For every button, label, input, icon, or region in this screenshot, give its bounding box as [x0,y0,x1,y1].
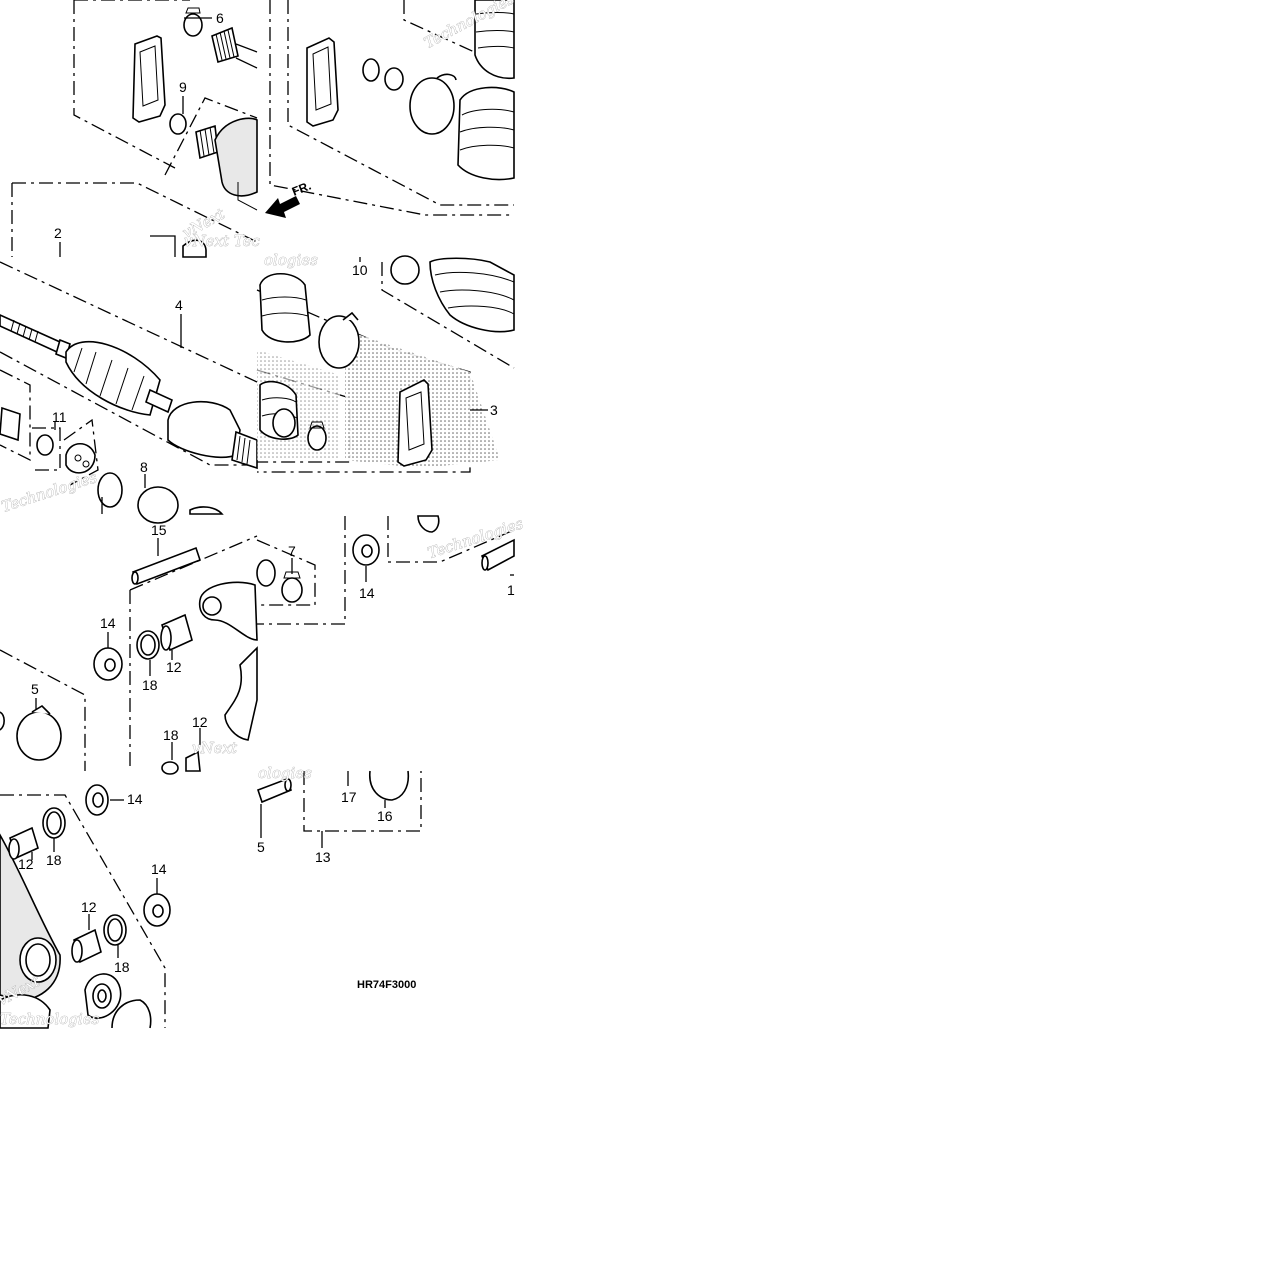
boot-band [409,77,455,135]
callout-5: 5 [257,839,265,855]
fr-label: FR. [290,179,313,199]
watermark-text: Technologies [0,468,99,516]
tile-8: 5 17 16 13 HR74F3000 ologies [256,764,422,991]
clip-6 [183,13,203,37]
fr-arrow: FR. [265,179,313,218]
grease-pack [397,379,433,467]
callout-13: 13 [315,849,331,865]
callout-10: 10 [352,262,368,278]
watermark-text: vNext Tec [184,232,260,250]
callout-6: 6 [216,10,224,26]
boot-band-8 [137,486,179,524]
callout-14: 14 [359,585,375,601]
band-5 [16,711,62,761]
callout-14: 14 [100,615,116,631]
callout-2: 2 [54,225,62,241]
clip-11 [36,434,54,456]
clip [307,425,327,451]
pin-5 [256,777,293,804]
callout-11: 11 [52,409,67,425]
callout-7: 7 [288,543,296,559]
grease-pack [306,37,339,127]
tile-5: 15 14 18 12 5 18 12 vNext [0,522,258,775]
ring-16 [369,770,410,801]
callout-3: 3 [490,402,498,418]
circlip [97,472,123,508]
tile-1: 6 9 2 vNext vNext Tec [11,0,261,258]
watermark-text: ologies [264,251,318,269]
callout-12: 12 [192,714,208,730]
callout-1: 1 [507,582,515,598]
tile-2: FR. Technologies [265,0,518,218]
callout-16: 16 [377,808,393,824]
clip-7 [281,577,303,603]
callout-14: 14 [151,861,167,877]
callout-18: 18 [46,852,62,868]
callout-5: 5 [31,681,39,697]
tube-15 [131,546,202,586]
callout-12: 12 [81,899,97,915]
callout-4: 4 [175,297,183,313]
callout-12: 12 [18,856,34,872]
callout-9: 9 [179,79,187,95]
clip [384,67,404,91]
callout-18: 18 [142,677,158,693]
callout-12: 12 [166,659,182,675]
watermark-text: Technologies [0,1010,100,1028]
callout-18: 18 [163,727,179,743]
callout-14: 14 [127,791,143,807]
watermark-text: vNext [192,739,238,757]
diagram-code: HR74F3000 [357,979,416,991]
circlip [362,58,380,82]
tile-4: 10 3 ologies [256,251,515,473]
watermark-text: ologies [258,764,312,782]
boot-band [318,315,360,369]
circlip [390,255,420,285]
tile-6: 7 14 1 Technologies [256,514,526,625]
callout-8: 8 [140,459,148,475]
boot [272,408,296,438]
ring-9 [169,113,187,135]
tile-7: 14 12 18 14 12 18 vNext Technologies [0,784,171,1029]
callout-15: 15 [151,522,167,538]
callout-18: 18 [114,959,130,975]
tile-3: 4 11 8 Technologies [0,261,258,524]
callout-17: 17 [341,789,357,805]
ring [256,559,276,587]
